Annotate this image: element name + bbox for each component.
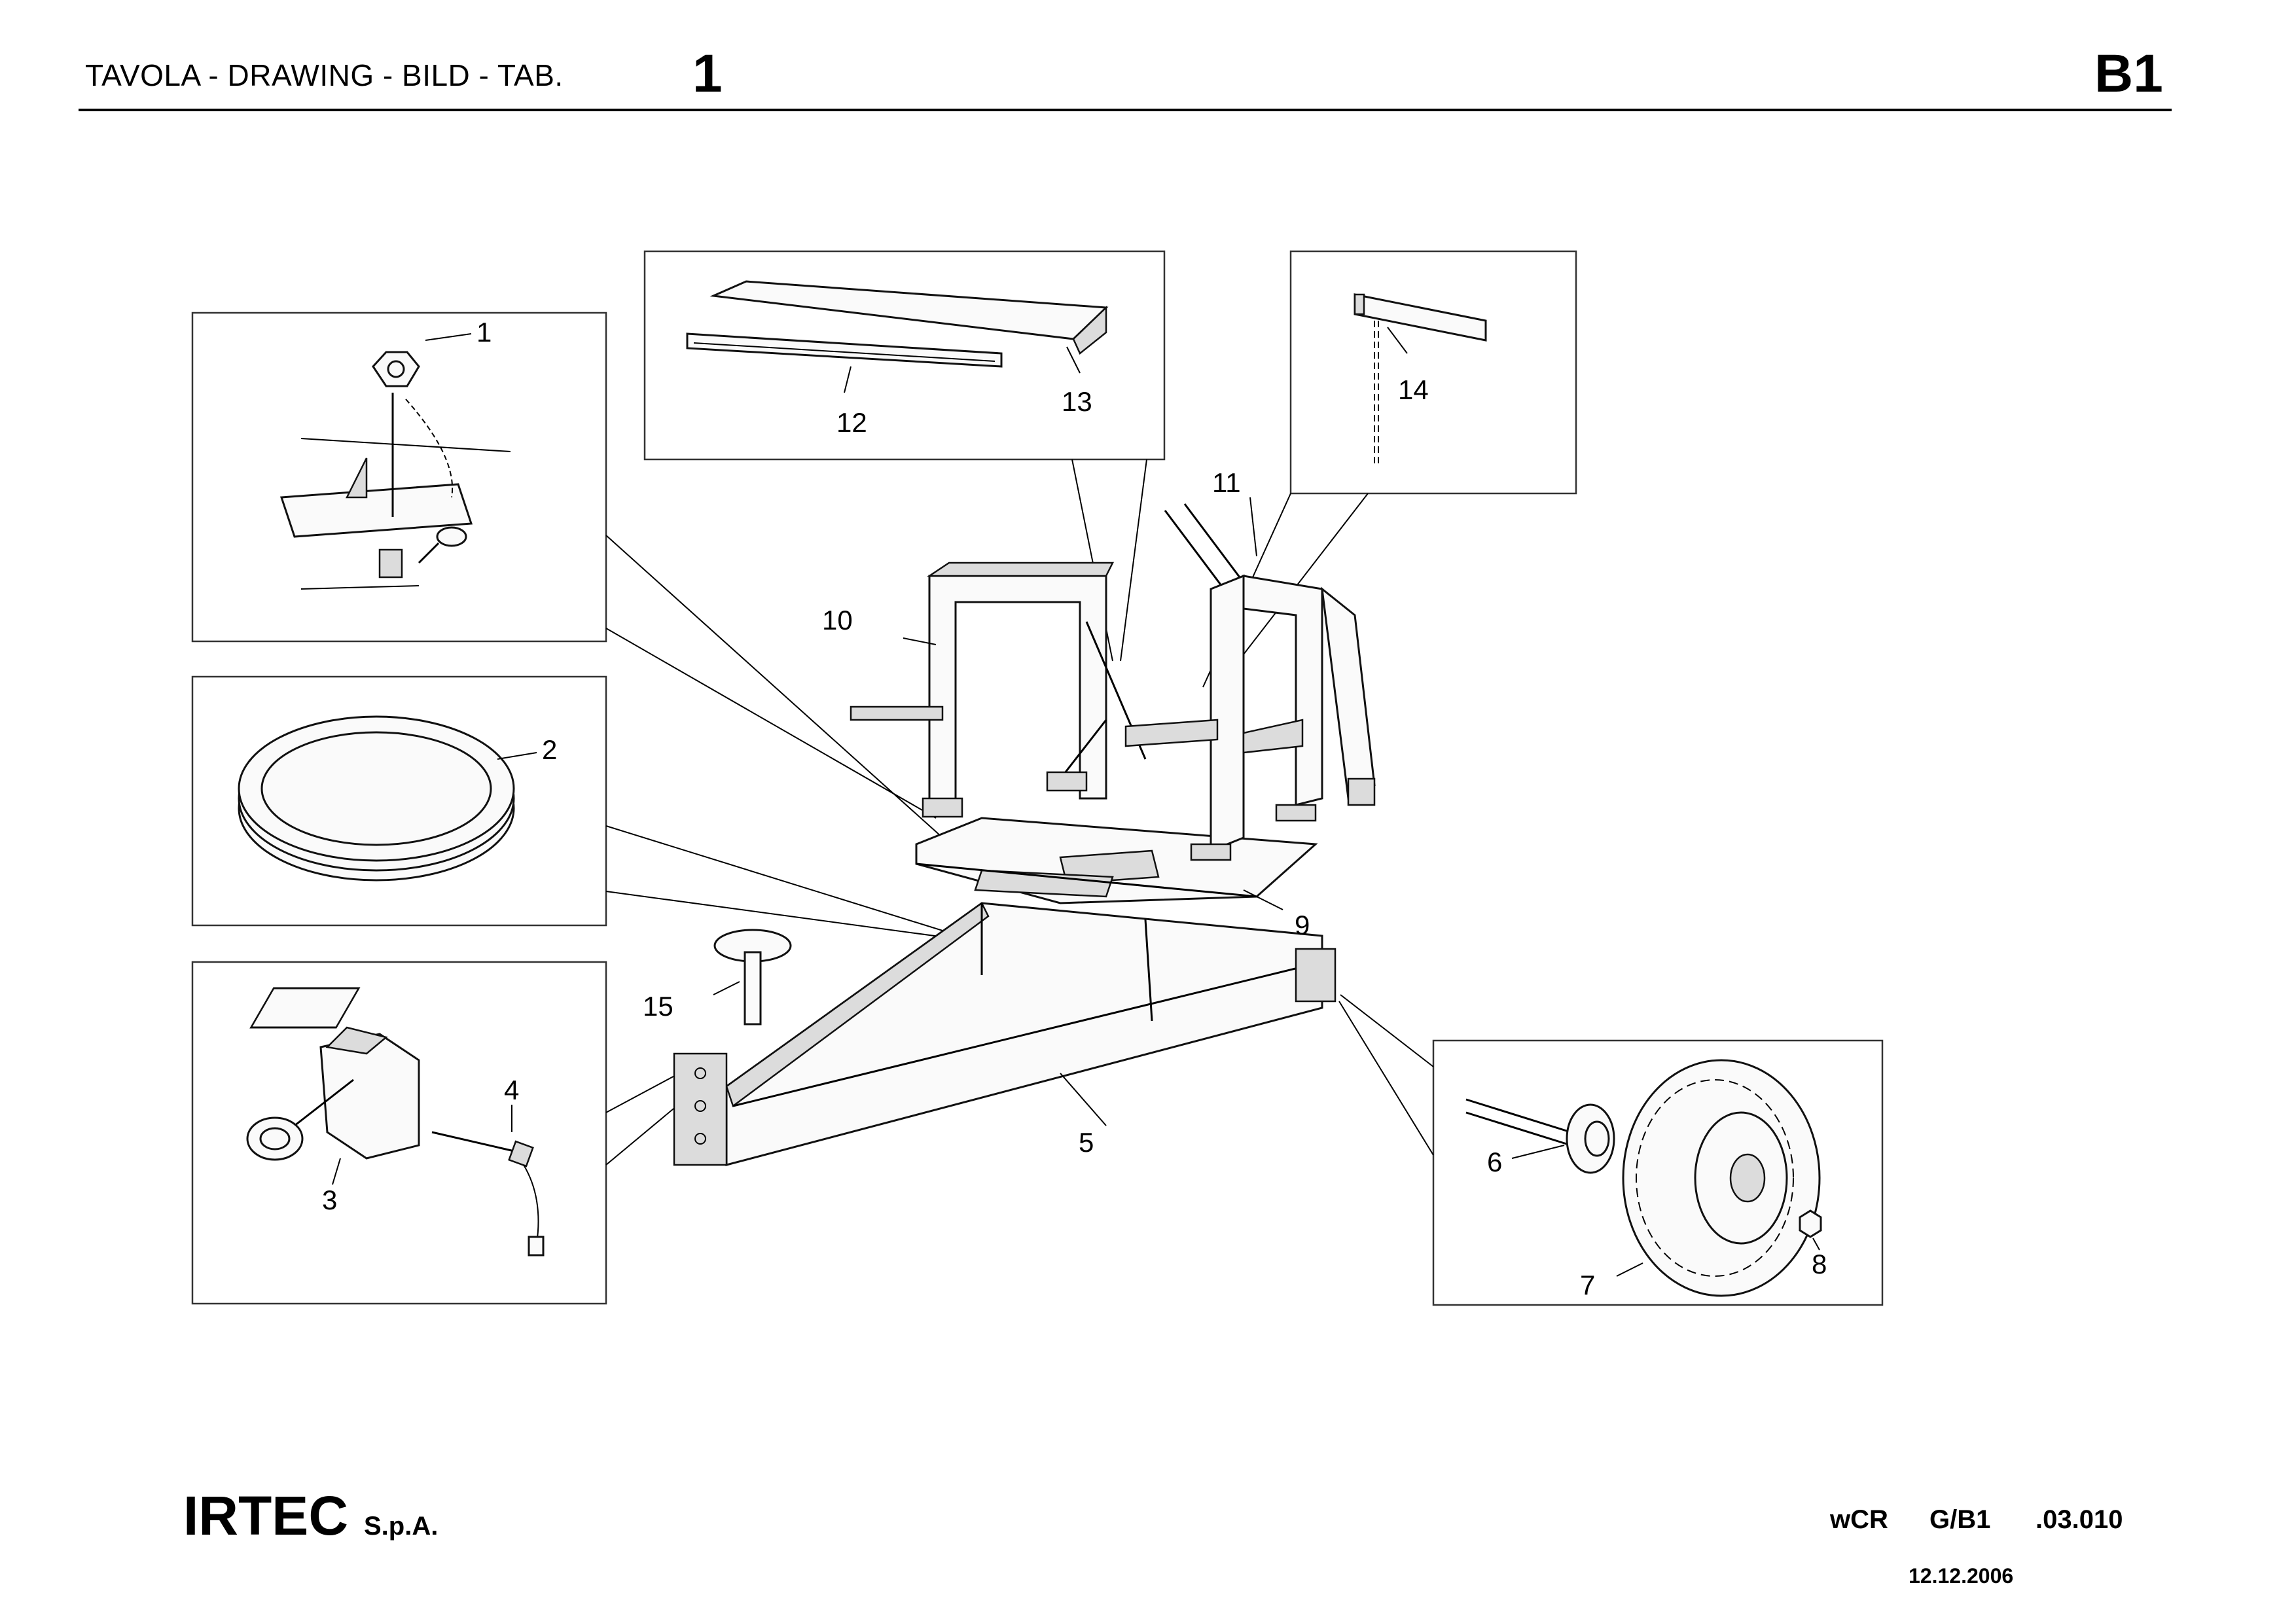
callout-1: 1 — [476, 317, 492, 348]
callout-pointers — [713, 497, 1820, 1277]
wheel-hub-illustration — [1465, 1098, 1615, 1174]
detail-box-cover-plates — [643, 250, 1166, 461]
ref-code: .03.010 — [2036, 1505, 2123, 1534]
callout-12: 12 — [836, 407, 867, 438]
support-post — [713, 929, 792, 1026]
slewing-ring-illustration — [238, 715, 537, 882]
header-divider — [79, 109, 2172, 111]
callout-9: 9 — [1295, 910, 1310, 940]
wheel-nut-illustration — [1799, 1209, 1822, 1238]
lock-pin-illustration — [279, 333, 511, 590]
callout-5: 5 — [1079, 1127, 1094, 1158]
side-frame — [1124, 503, 1376, 861]
callout-11: 11 — [1212, 467, 1241, 498]
detail-box-lock-pin — [191, 312, 607, 643]
company-suffix: S.p.A. — [364, 1512, 439, 1541]
chain-illustration — [1354, 293, 1487, 465]
callout-15: 15 — [643, 991, 673, 1022]
mast-frame — [850, 562, 1147, 818]
ref-group: G/B1 — [1929, 1505, 1991, 1534]
tow-frame-assembly — [249, 902, 1336, 1166]
detail-box-towing-eye — [191, 961, 607, 1305]
table-code: B1 — [2094, 44, 2163, 103]
detail-box-wheel — [1432, 1039, 1884, 1306]
callout-6: 6 — [1487, 1147, 1502, 1177]
company-name: IRTEC — [183, 1485, 348, 1546]
drawing-table-title: TAVOLA - DRAWING - BILD - TAB. — [85, 58, 564, 92]
ref-model: wCR — [1830, 1505, 1888, 1534]
callout-14: 14 — [1398, 374, 1429, 405]
tyre-illustration — [1622, 1059, 1821, 1297]
towing-eye-illustration — [246, 1026, 545, 1257]
callout-8: 8 — [1812, 1249, 1827, 1279]
callout-10: 10 — [822, 605, 853, 635]
detail-box-chain — [1289, 250, 1577, 495]
callout-3: 3 — [322, 1185, 337, 1215]
callout-4: 4 — [504, 1075, 519, 1105]
detail-box-slewing-ring — [191, 675, 607, 927]
callout-2: 2 — [542, 734, 557, 765]
cover-plates-illustration — [686, 280, 1109, 393]
base-frame — [915, 817, 1318, 904]
revision-date: 12.12.2006 — [1909, 1564, 2014, 1588]
table-number: 1 — [692, 44, 723, 103]
callout-7: 7 — [1580, 1270, 1595, 1300]
callout-13: 13 — [1062, 386, 1092, 417]
